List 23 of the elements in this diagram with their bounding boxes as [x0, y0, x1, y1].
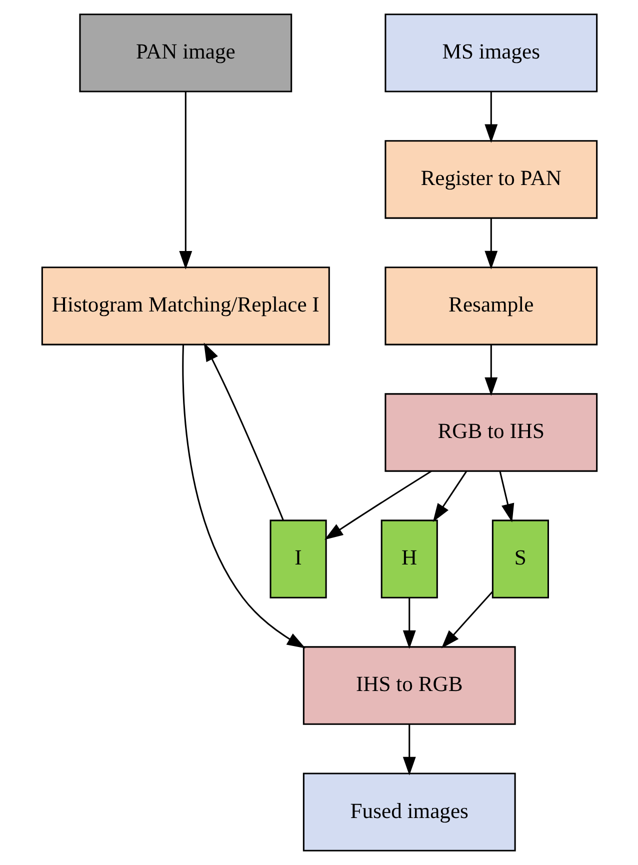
arrow — [178, 92, 192, 270]
arrow — [182, 345, 306, 648]
arrow — [440, 591, 492, 648]
node-box: Resample — [384, 266, 598, 346]
node-box: H — [380, 520, 438, 598]
arrow — [402, 724, 416, 776]
node-box: S — [491, 520, 548, 598]
arrow — [402, 598, 416, 649]
arrow — [432, 470, 467, 522]
node-box: Register to PAN — [384, 140, 598, 219]
node-box: IHS to RGB — [302, 646, 516, 725]
arrow — [498, 470, 514, 522]
node-box: MS images — [384, 14, 598, 92]
arrow — [484, 92, 498, 143]
node-box: I — [269, 520, 326, 598]
arrow — [484, 218, 498, 270]
arrow — [324, 470, 432, 540]
node-box: RGB to IHS — [384, 393, 598, 472]
node-box: PAN image — [78, 14, 292, 92]
node-box: Histogram Matching/Replace I — [40, 266, 330, 346]
node-box: Fused images — [302, 772, 516, 852]
arrow — [203, 342, 284, 520]
arrow — [484, 344, 498, 396]
